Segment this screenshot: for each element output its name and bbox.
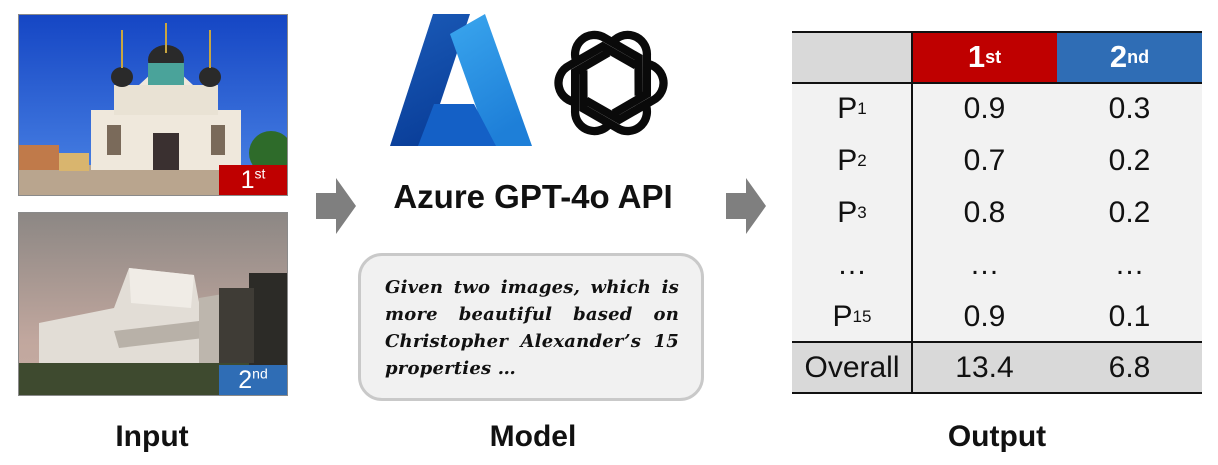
openai-logo-icon xyxy=(554,30,668,136)
score-cell: 0.9 xyxy=(963,300,1006,333)
row-label: … xyxy=(837,248,867,281)
model-title: Azure GPT-4o API xyxy=(393,178,673,215)
input-image-first: 1st xyxy=(18,14,288,196)
table-rule xyxy=(792,392,1202,394)
header-second-bg xyxy=(1057,31,1202,83)
caption-output: Output xyxy=(947,420,1047,453)
score-cell: 0.3 xyxy=(1108,92,1151,125)
rank-badge-first: 1st xyxy=(219,165,287,195)
table-rule xyxy=(792,82,1202,84)
overall-row-bg xyxy=(792,342,1202,394)
table-rule xyxy=(792,341,1202,343)
arrow-right-icon xyxy=(316,178,356,234)
input-image-second: 2nd xyxy=(18,212,288,396)
score-cell: … xyxy=(969,248,1000,281)
score-cell: 0.2 xyxy=(1108,196,1151,229)
table-rule xyxy=(792,31,1202,33)
caption-model: Model xyxy=(489,420,577,453)
overall-score-first: 13.4 xyxy=(955,351,1014,384)
header-first-bg xyxy=(912,31,1057,83)
rank-badge-second: 2nd xyxy=(219,365,287,395)
prompt-box: Given two images, which is more beautifu… xyxy=(358,253,704,401)
table-body-bg xyxy=(792,83,1202,342)
score-cell: 0.8 xyxy=(963,196,1006,229)
score-cell: … xyxy=(1114,248,1145,281)
overall-score-second: 6.8 xyxy=(1108,351,1151,384)
azure-logo-icon xyxy=(390,14,532,146)
score-cell: 0.1 xyxy=(1108,300,1151,333)
prompt-text: Given two images, which is more beautifu… xyxy=(385,277,679,379)
caption-input: Input xyxy=(115,420,189,453)
arrow-right-icon xyxy=(726,178,766,234)
score-cell: 0.9 xyxy=(963,92,1006,125)
header-corner xyxy=(792,31,912,83)
overall-label: Overall xyxy=(804,351,900,384)
score-cell: 0.7 xyxy=(963,144,1006,177)
table-rule xyxy=(911,31,913,394)
score-cell: 0.2 xyxy=(1108,144,1151,177)
